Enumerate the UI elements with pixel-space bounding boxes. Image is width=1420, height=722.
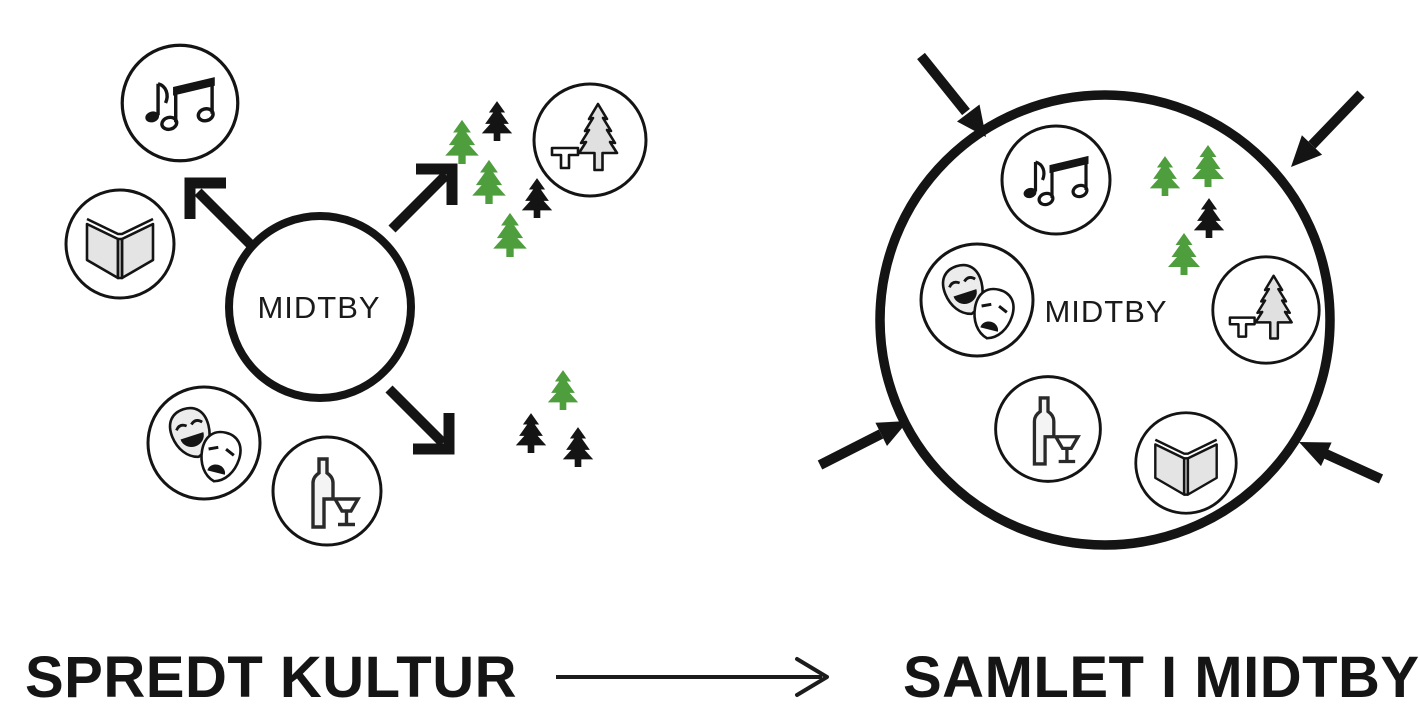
pine-tree-icon xyxy=(493,212,527,257)
pine-tree-icon xyxy=(472,159,506,204)
left-diagram: MIDTBY xyxy=(64,43,648,547)
left-tree-cluster-lower xyxy=(515,370,594,467)
outward-arrow-down-right xyxy=(385,385,455,455)
open-book-icon xyxy=(64,188,176,300)
right-center-label: MIDTBY xyxy=(1044,294,1167,329)
right-caption: SAMLET I MIDTBY xyxy=(903,645,1420,710)
theater-masks-icon xyxy=(919,242,1035,358)
pine-tree-icon xyxy=(521,178,553,218)
inward-arrow-se xyxy=(1299,442,1384,484)
inward-arrow-nw xyxy=(917,52,986,137)
pine-tree-icon xyxy=(445,119,479,164)
park-tree-and-bench-icon xyxy=(1211,255,1321,365)
music-notes-icon xyxy=(120,43,240,163)
right-diagram: MIDTBY xyxy=(817,52,1384,550)
outward-arrow-up-left xyxy=(184,177,254,248)
park-tree-and-bench-icon xyxy=(532,82,648,198)
pine-tree-icon xyxy=(481,101,513,141)
theater-masks-icon xyxy=(146,385,262,501)
pine-tree-icon xyxy=(515,413,547,453)
left-caption: SPREDT KULTUR xyxy=(25,645,517,710)
transition-arrow xyxy=(556,657,829,697)
wine-bottle-and-glass-icon xyxy=(271,435,383,547)
inward-arrow-sw xyxy=(817,421,908,470)
left-midtby-circle xyxy=(225,212,415,402)
open-book-icon xyxy=(1134,411,1238,515)
pine-tree-icon xyxy=(562,427,594,467)
caption-row: SPREDT KULTUR SAMLET I MIDTBY xyxy=(25,645,1420,710)
pine-tree-icon xyxy=(547,370,579,410)
left-center-label: MIDTBY xyxy=(257,290,380,325)
inward-arrow-ne xyxy=(1291,90,1365,167)
music-notes-icon xyxy=(1000,124,1112,236)
wine-bottle-and-glass-icon xyxy=(993,374,1103,484)
outward-arrow-up-right xyxy=(388,163,458,233)
